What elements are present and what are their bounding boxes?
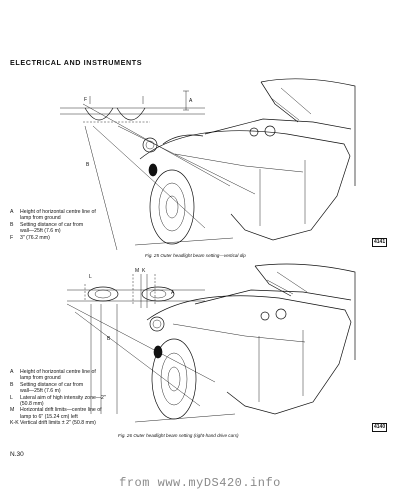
figure-26-caption: Fig. 26 Outer headlight beam setting (ri… bbox=[118, 433, 239, 438]
legend-item: A Height of horizontal centre line of la… bbox=[10, 209, 96, 222]
figure-25-code: 4141 bbox=[372, 238, 388, 247]
figure-25-illustration: A B F bbox=[60, 78, 356, 251]
figure-25-legend: A Height of horizontal centre line of la… bbox=[10, 209, 96, 241]
fig25-callout-F: F bbox=[84, 97, 87, 103]
fig25-callout-B: B bbox=[86, 162, 90, 168]
legend-item: A Height of horizontal centre line of la… bbox=[10, 369, 96, 382]
section-title: ELECTRICAL AND INSTRUMENTS bbox=[10, 58, 143, 67]
fig26-callout-B: B bbox=[107, 336, 111, 342]
fig25-callout-A: A bbox=[189, 98, 193, 104]
figure-25-caption: Fig. 25 Outer headlight beam setting—ver… bbox=[145, 253, 246, 258]
legend-item: B Setting distance of car from wall—25ft… bbox=[10, 381, 84, 395]
legend-item: F 3" (76.2 mm) bbox=[10, 234, 50, 241]
fig26-callout-L: L bbox=[89, 274, 92, 280]
legend-item: M Horizontal drift limits—centre line of… bbox=[10, 407, 102, 420]
fig26-callout-K: K bbox=[142, 268, 146, 274]
figure-26-legend: A Height of horizontal centre line of la… bbox=[10, 369, 106, 427]
fig26-callout-A: A bbox=[171, 290, 175, 296]
fig26-callout-M: M bbox=[135, 268, 139, 274]
watermark: from www.myDS420.info bbox=[119, 476, 281, 490]
figure-26-illustration: A B L M K bbox=[66, 263, 356, 423]
legend-item: B Setting distance of car from wall—25ft… bbox=[10, 221, 84, 235]
legend-item: K-K Vertical drift limits ± 2" (50.8 mm) bbox=[10, 420, 96, 427]
figure-26-code: 4140 bbox=[372, 423, 388, 432]
legend-item: L Lateral aim of high intensity zone—2" … bbox=[10, 394, 106, 408]
page-number: N.30 bbox=[10, 451, 24, 458]
